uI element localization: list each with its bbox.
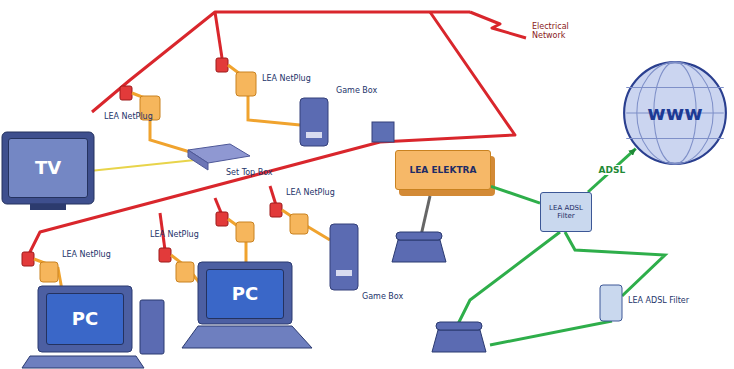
telephones — [392, 232, 486, 352]
parallel — [626, 112, 724, 113]
small-monitor — [372, 122, 394, 142]
meridian — [637, 62, 713, 164]
globe — [624, 62, 726, 164]
router-shadow — [399, 156, 495, 196]
node-content: TV — [35, 158, 61, 179]
plug — [120, 86, 132, 100]
cable — [228, 65, 300, 125]
tv-stand — [30, 204, 66, 210]
device-label: LEA NetPlug — [104, 112, 153, 121]
game-box — [330, 224, 358, 290]
node-content: LEA ELEKTRA — [409, 165, 476, 175]
device-box: LEA ELEKTRA — [395, 150, 491, 190]
adapter — [140, 96, 160, 120]
globe-outline — [622, 60, 728, 166]
parallel — [626, 87, 724, 88]
plug — [159, 248, 171, 262]
device-label: LEA NetPlug — [262, 74, 311, 83]
device-box: PC — [46, 293, 124, 345]
pc-monitor-casing — [38, 286, 132, 352]
keyboard — [22, 356, 144, 368]
adapter — [40, 262, 58, 282]
cable — [34, 259, 62, 290]
parallel — [626, 138, 724, 139]
adsl-line — [490, 321, 612, 345]
game-box-slot — [336, 270, 352, 276]
cable — [282, 210, 330, 240]
adsl-filter — [600, 285, 622, 321]
link-label: ADSL — [597, 165, 628, 175]
handset — [436, 322, 482, 330]
power-drop — [215, 12, 222, 58]
plug — [22, 252, 34, 266]
node-label: PC — [72, 309, 98, 330]
game-box-slot — [306, 132, 322, 138]
power-drop — [270, 186, 276, 205]
device-box: LEA ADSL Filter — [540, 192, 592, 232]
node-label: LEA ELEKTRA — [409, 165, 476, 175]
game-box — [300, 98, 328, 146]
node-label: TV — [35, 158, 61, 179]
adapter — [290, 214, 308, 234]
node-content: www — [647, 102, 702, 125]
power-drop — [160, 213, 165, 250]
network-label: Electrical Network — [532, 22, 596, 40]
node-label: www — [647, 102, 702, 125]
tv-casing — [2, 132, 94, 204]
adsl-line — [455, 232, 560, 330]
handset — [396, 232, 442, 240]
meridian — [654, 62, 696, 164]
plug — [216, 212, 228, 226]
phone — [432, 330, 486, 352]
set-top-box-side — [188, 150, 208, 170]
node-label: PC — [232, 284, 258, 305]
phone-lines — [420, 196, 665, 345]
adapter — [236, 222, 254, 242]
power-bolt — [470, 12, 526, 38]
cable — [132, 93, 200, 155]
pc-tower — [140, 300, 164, 354]
laptop-lid — [198, 262, 292, 324]
adapter — [236, 72, 256, 96]
device-box: TV — [8, 138, 88, 198]
adapter — [176, 262, 194, 282]
adsl-link — [491, 186, 540, 203]
node-content: PC — [72, 309, 98, 330]
plug — [216, 58, 228, 72]
device-label: Set Top Box — [226, 168, 273, 177]
node-content: PC — [232, 284, 258, 305]
power-line — [28, 12, 515, 256]
device-box: PC — [206, 269, 284, 319]
plug — [270, 203, 282, 217]
device-label: LEA NetPlug — [62, 250, 111, 259]
device-label: Game Box — [336, 86, 377, 95]
device-label: LEA NetPlug — [150, 230, 199, 239]
device-label: Game Box — [362, 292, 403, 301]
electrical-wires — [28, 12, 526, 256]
device-label: LEA NetPlug — [286, 188, 335, 197]
node-label: LEA ADSL Filter — [545, 204, 587, 220]
globe-node: www — [622, 60, 728, 166]
node-content: LEA ADSL Filter — [545, 204, 587, 220]
av-cable — [80, 160, 195, 172]
device-label: LEA ADSL Filter — [628, 296, 689, 305]
phone — [392, 240, 446, 262]
laptop-keyboard — [182, 326, 312, 348]
adsl-link — [588, 149, 636, 192]
